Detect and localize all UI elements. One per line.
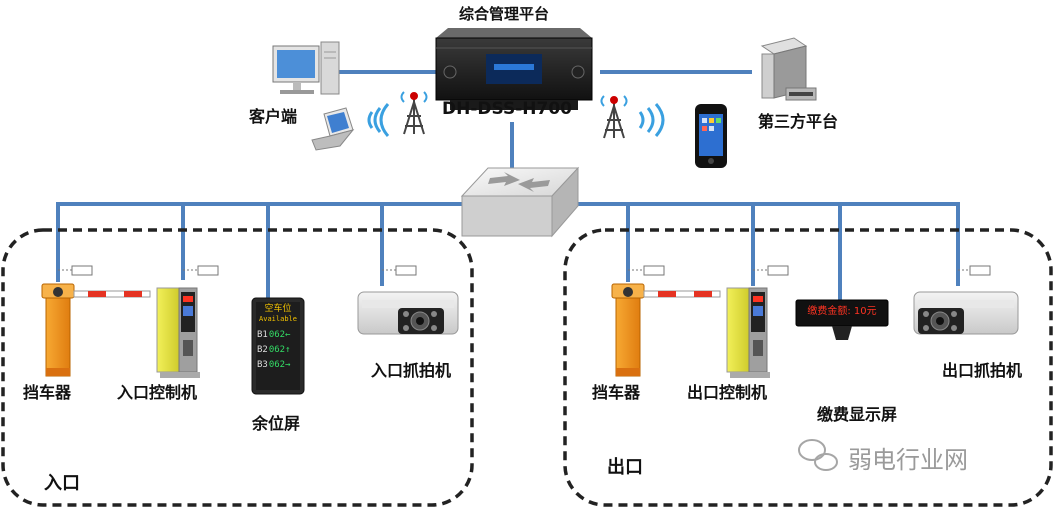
entrance-controller-label: 入口控制机 [117,383,198,402]
space-display-header-cn: 空车位 [264,304,292,314]
space-count: 062 [268,360,286,370]
antenna-left-icon [400,91,428,135]
entrance-barrier-label: 挡车器 [23,383,72,402]
space-arrow: ← [285,330,291,340]
wifi-left-icon [367,103,390,137]
exit-camera-icon [913,291,1019,335]
third-party-label: 第三方平台 [758,112,839,131]
smartphone-icon [695,104,727,168]
exit-camera-label: 出口抓拍机 [942,361,1023,380]
laptop-icon [311,107,355,151]
exit-barrier-label: 挡车器 [592,383,641,402]
exit-barrier-icon [611,283,721,377]
exit-controller-icon [726,287,770,378]
wifi-right-icon [638,103,665,137]
client-label: 客户端 [249,107,298,126]
space-arrow: → [285,360,291,370]
space-level: B1 [257,330,268,340]
entrance-zone [1,228,474,507]
entrance-camera-label: 入口抓拍机 [371,361,452,380]
network-switch-icon [460,166,580,238]
platform-server-icon [435,28,593,110]
space-count: 062 [268,345,286,355]
third-party-server-icon [760,37,817,101]
platform-title: 综合管理平台 [459,5,550,23]
space-arrow: ↑ [285,345,291,355]
entrance-controller-icon [156,287,200,378]
link-tag-boxes [71,265,991,276]
entrance-camera-icon [357,291,459,335]
space-display-label: 余位屏 [252,414,301,433]
watermark-wechat-icon [798,439,838,471]
platform-model: DH-DSS-H700 [442,99,572,119]
exit-controller-label: 出口控制机 [687,383,768,402]
entrance-zone-label: 入口 [44,473,80,494]
space-level: B3 [257,360,268,370]
network-links [56,70,960,300]
space-display-header-en: Available [259,315,297,323]
entrance-barrier-icon [41,283,151,377]
exit-zone-label: 出口 [607,457,643,478]
space-count: 062 [268,330,286,340]
fee-display-label: 缴费显示屏 [817,405,898,424]
fee-display-screen-text: 缴费金额: 10元 [807,306,877,317]
watermark-text: 弱电行业网 [848,446,968,474]
space-display-icon [251,297,305,395]
antenna-right-icon [600,95,628,139]
space-level: B2 [257,345,268,355]
fee-display-icon [795,299,889,340]
exit-zone [563,228,1053,507]
client-pc-icon [272,41,340,95]
